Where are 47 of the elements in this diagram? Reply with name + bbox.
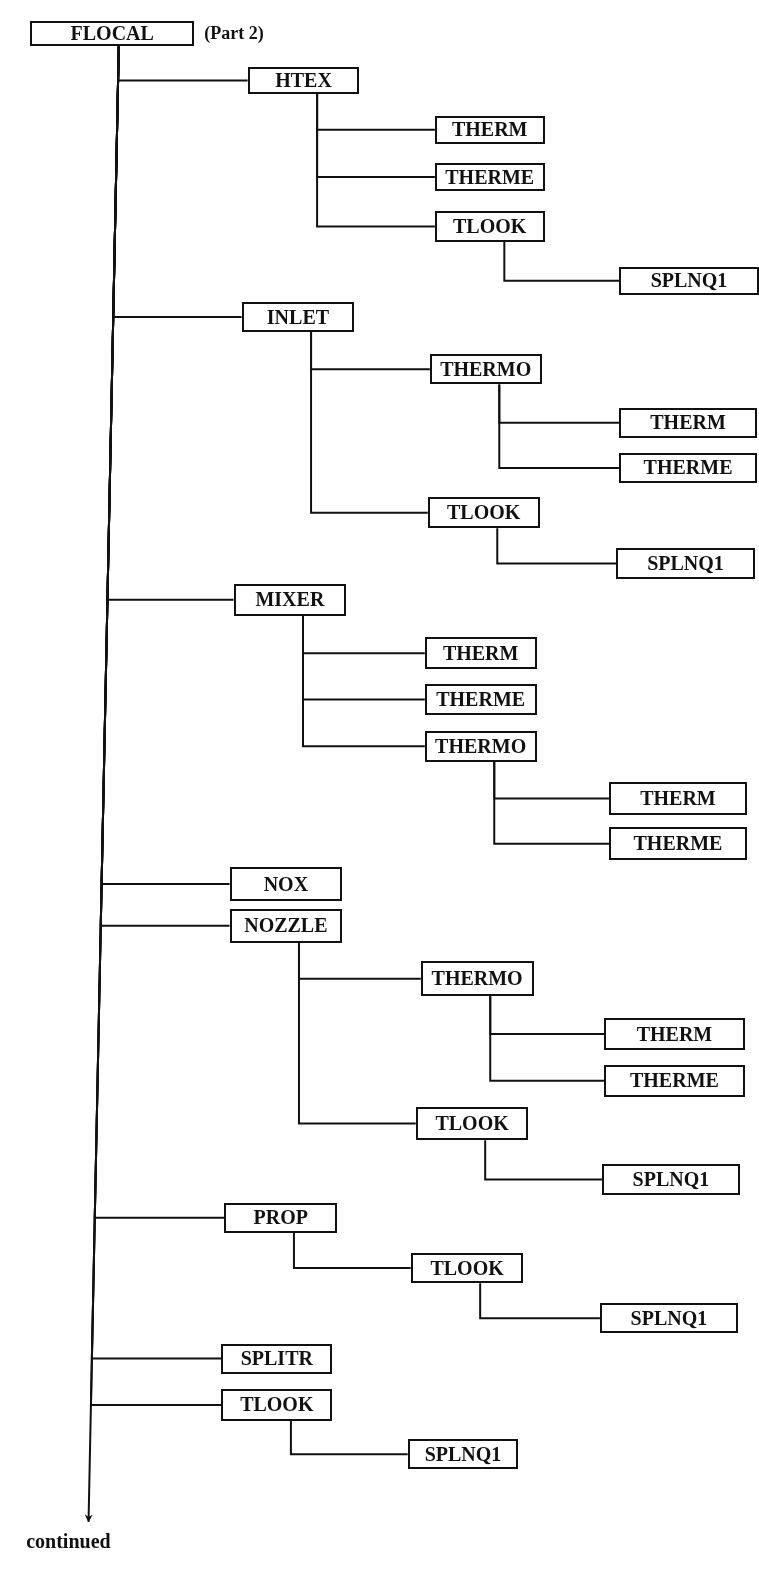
- connector-line: [496, 527, 618, 565]
- routine-box: THERME: [619, 452, 757, 484]
- routine-box: INLET: [241, 301, 355, 333]
- routine-box: HTEX: [247, 67, 360, 94]
- connector-line: [302, 614, 426, 748]
- connector-line: [292, 1231, 412, 1270]
- connector-line: [493, 760, 610, 845]
- connector-line: [484, 1139, 603, 1181]
- routine-box: SPLNQ1: [407, 1439, 519, 1470]
- routine-box: SPLNQ1: [601, 1164, 740, 1195]
- routine-box: MIXER: [233, 583, 347, 616]
- connector-line: [310, 331, 429, 514]
- routine-box: THERMO: [420, 961, 534, 997]
- connector-line: [489, 995, 605, 1082]
- routine-box: THERME: [434, 163, 545, 192]
- routine-box: FLOCAL: [30, 21, 195, 47]
- routine-box: TLOOK: [434, 211, 545, 242]
- routine-box: THERME: [603, 1064, 745, 1097]
- routine-box: SPLITR: [221, 1343, 333, 1374]
- routine-box: SPLNQ1: [599, 1303, 738, 1334]
- routine-box: SPLNQ1: [619, 266, 759, 295]
- routine-box: THERME: [424, 684, 537, 715]
- connector-line: [479, 1282, 601, 1320]
- routine-box: THERMO: [424, 730, 537, 762]
- connector-line: [297, 942, 417, 1125]
- routine-box: NOZZLE: [229, 908, 343, 943]
- routine-box: TLOOK: [221, 1388, 333, 1421]
- connector-line: [503, 240, 621, 282]
- connector-line: [316, 92, 436, 228]
- routine-box: THERM: [609, 781, 747, 816]
- routine-box: THERME: [609, 827, 747, 861]
- routine-box: THERM: [619, 407, 757, 438]
- routine-box: SPLNQ1: [616, 548, 755, 579]
- routine-box: THERMO: [429, 354, 542, 385]
- routine-box: THERM: [424, 637, 537, 670]
- part-note: (Part 2): [204, 23, 264, 45]
- routine-box: TLOOK: [410, 1252, 524, 1284]
- routine-box: NOX: [229, 867, 343, 901]
- arrow: [84, 45, 120, 1523]
- routine-box: PROP: [224, 1202, 338, 1233]
- routine-box: THERM: [434, 115, 545, 144]
- routine-box: TLOOK: [415, 1107, 529, 1141]
- continued-note: continued: [26, 1527, 141, 1555]
- connector-line: [289, 1420, 409, 1456]
- connector-line: [498, 383, 621, 469]
- routine-box: TLOOK: [427, 497, 540, 529]
- routine-box: THERM: [603, 1018, 745, 1050]
